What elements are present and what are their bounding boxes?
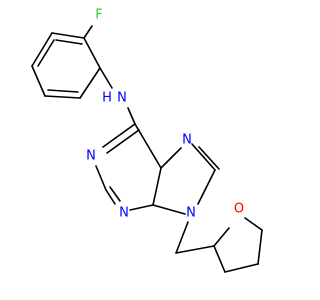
imidazole-n9-label: N	[186, 206, 196, 221]
bond	[44, 95, 81, 99]
bond	[105, 189, 116, 205]
bond	[37, 39, 55, 67]
bond	[79, 67, 101, 99]
bond	[55, 39, 83, 45]
bond	[51, 32, 85, 39]
fluorine-label: F	[95, 8, 102, 23]
bond	[213, 227, 230, 247]
bond	[175, 245, 215, 254]
bond	[198, 146, 220, 170]
amine-nitrogen-label: N	[117, 91, 127, 106]
bond	[127, 107, 136, 125]
bond	[152, 167, 162, 206]
imidazole-n7-label: N	[182, 133, 192, 148]
pyrimidine-n1-label: N	[86, 149, 96, 164]
bond	[152, 204, 186, 215]
bond	[160, 147, 182, 169]
bond	[244, 217, 263, 231]
bond	[175, 221, 189, 254]
amine-hydrogen-label: H	[102, 91, 112, 106]
pyrimidine-n3-label: N	[119, 206, 129, 221]
bond	[83, 25, 93, 39]
bond	[197, 169, 216, 205]
bond	[224, 263, 259, 273]
bond	[99, 67, 113, 89]
bond	[191, 143, 216, 171]
oxygen-label: O	[234, 202, 244, 217]
bonds	[31, 25, 263, 273]
bond	[129, 204, 154, 211]
bond	[102, 123, 136, 148]
atom-labels: F N H N N N N O	[86, 8, 244, 221]
bond	[106, 129, 140, 154]
bond	[213, 245, 226, 273]
bond	[83, 37, 101, 69]
bond	[257, 229, 263, 265]
molecule-structure: F N H N N N N O	[31, 8, 263, 273]
bond	[31, 65, 46, 97]
bond	[95, 165, 107, 191]
bond	[47, 89, 79, 93]
bond	[31, 32, 53, 67]
bond	[109, 186, 121, 202]
bond	[134, 123, 162, 169]
